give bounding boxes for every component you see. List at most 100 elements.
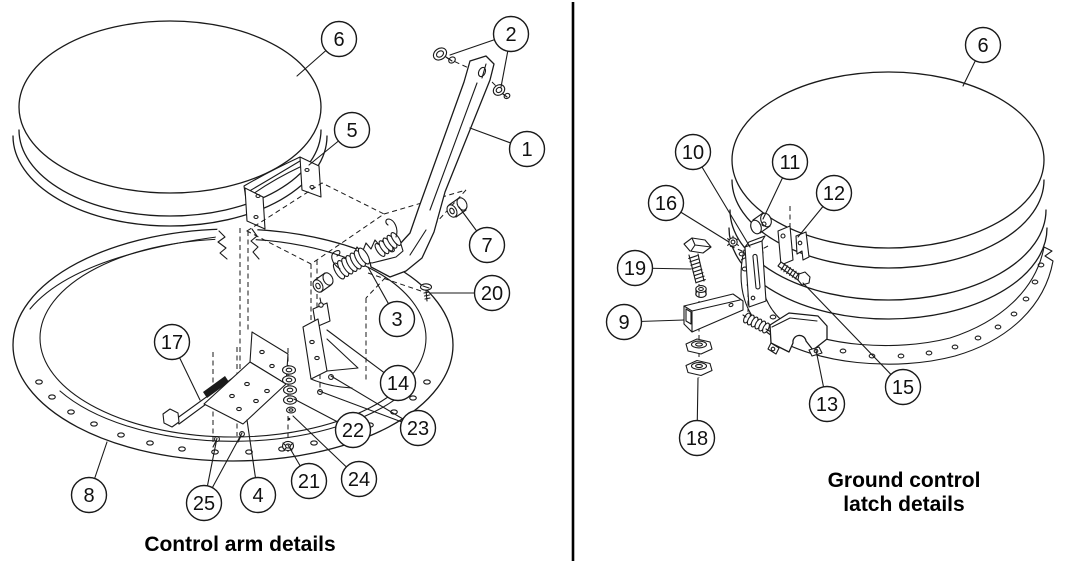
flange-hole bbox=[974, 335, 982, 341]
flange-hole bbox=[245, 449, 253, 455]
washer-hole bbox=[286, 387, 294, 393]
spring-hook-upper bbox=[385, 218, 398, 238]
balloon-9 bbox=[605, 303, 643, 341]
balloon-number-23: 23 bbox=[407, 418, 429, 440]
hex-nut bbox=[685, 359, 713, 377]
torsion-spring-lower bbox=[332, 247, 371, 280]
spring-hook-lower bbox=[331, 250, 341, 270]
washer bbox=[282, 385, 298, 395]
flange-hole bbox=[925, 350, 933, 356]
balloon-5 bbox=[333, 111, 371, 149]
ring-break-zigzag bbox=[217, 230, 228, 260]
spring-coil bbox=[762, 322, 770, 334]
balloon-16 bbox=[647, 184, 685, 222]
flange-lock-nut bbox=[727, 235, 739, 249]
bolt-nut bbox=[695, 285, 707, 298]
flange-hole bbox=[951, 344, 959, 350]
channel-bracket bbox=[683, 293, 744, 333]
flange-hole bbox=[897, 353, 905, 359]
flange-hole bbox=[48, 394, 56, 400]
bolt-threads bbox=[688, 255, 706, 283]
ring-break-zigzag bbox=[250, 228, 260, 260]
flange-hole bbox=[35, 379, 43, 385]
balloon-20 bbox=[473, 274, 511, 312]
thread-tick bbox=[780, 263, 786, 271]
flange-hole bbox=[146, 440, 154, 446]
balloon-23 bbox=[399, 409, 437, 447]
balloon-number-20: 20 bbox=[481, 283, 503, 305]
balloon-number-7: 7 bbox=[481, 235, 492, 257]
balloon-number-22: 22 bbox=[342, 420, 364, 442]
balloon-number-8: 8 bbox=[83, 485, 94, 507]
thread-tick bbox=[689, 258, 699, 263]
balloon-number-24: 24 bbox=[348, 469, 370, 491]
mounting-ring bbox=[12, 226, 454, 462]
flange-hole bbox=[409, 395, 417, 401]
hex-bolt bbox=[683, 237, 712, 284]
balloon-number-16: 16 bbox=[655, 193, 677, 215]
flange-hole bbox=[769, 314, 777, 320]
lid-bracket bbox=[243, 156, 322, 230]
balloon-4 bbox=[239, 476, 277, 514]
thread-tick bbox=[783, 265, 789, 273]
balloon-number-10: 10 bbox=[682, 142, 704, 164]
flange-hole bbox=[1010, 311, 1018, 317]
hex-nuts bbox=[685, 338, 713, 377]
balloon-number-9: 9 bbox=[618, 312, 629, 334]
thread-tick bbox=[690, 261, 701, 266]
balloon-11 bbox=[771, 143, 809, 181]
washer-stack bbox=[281, 365, 298, 421]
balloon-number-5: 5 bbox=[346, 120, 357, 142]
flange-hole bbox=[839, 348, 847, 354]
balloon-number-17: 17 bbox=[161, 332, 183, 354]
balloon-number-25: 25 bbox=[193, 493, 215, 515]
mount-screw bbox=[419, 283, 433, 302]
control-arm bbox=[368, 55, 495, 278]
thread-tick bbox=[791, 270, 797, 278]
hex-nut bbox=[685, 338, 713, 355]
balloon-13 bbox=[808, 385, 846, 423]
balloon-number-19: 19 bbox=[624, 258, 646, 280]
flange-hole bbox=[117, 432, 125, 438]
balloon-25 bbox=[185, 484, 223, 522]
balloon-number-2: 2 bbox=[505, 24, 516, 46]
flange-hole bbox=[90, 421, 98, 427]
washer bbox=[281, 365, 297, 375]
balloon-number-12: 12 bbox=[823, 183, 845, 205]
balloon-number-6: 6 bbox=[333, 29, 344, 51]
thread-tick bbox=[693, 272, 704, 277]
slotted-latch-plate bbox=[744, 235, 767, 308]
caption-line-1: Ground control bbox=[827, 469, 981, 492]
flange-hole bbox=[1031, 279, 1039, 285]
caption-control-arm: Control arm details bbox=[144, 533, 336, 556]
balloon-number-18: 18 bbox=[686, 428, 708, 450]
balloon-number-6: 6 bbox=[977, 35, 988, 57]
latch-pin-cylinder bbox=[750, 212, 772, 235]
balloon-6 bbox=[964, 26, 1002, 64]
leader-line-10 bbox=[692, 151, 751, 248]
pivot-bracket bbox=[302, 297, 359, 395]
latch-housing bbox=[767, 312, 828, 357]
thread-tick bbox=[688, 255, 698, 259]
flange-hole bbox=[738, 251, 746, 257]
balloon-number-21: 21 bbox=[298, 471, 320, 493]
thread-tick bbox=[695, 275, 705, 280]
flange-hole bbox=[994, 324, 1002, 330]
balloon-24 bbox=[340, 460, 378, 498]
drum-lid bbox=[728, 71, 1048, 320]
torsion-spring-upper bbox=[374, 232, 402, 257]
balloon-10 bbox=[674, 133, 712, 171]
flange-hole bbox=[178, 446, 186, 452]
lid bbox=[12, 20, 328, 227]
leader-line-15 bbox=[802, 282, 904, 388]
balloon-12 bbox=[815, 174, 853, 212]
balloon-6 bbox=[320, 20, 358, 58]
balloon-18 bbox=[678, 419, 716, 457]
thread-tick bbox=[794, 272, 800, 280]
balloon-22 bbox=[334, 411, 372, 449]
washer bbox=[281, 375, 297, 385]
